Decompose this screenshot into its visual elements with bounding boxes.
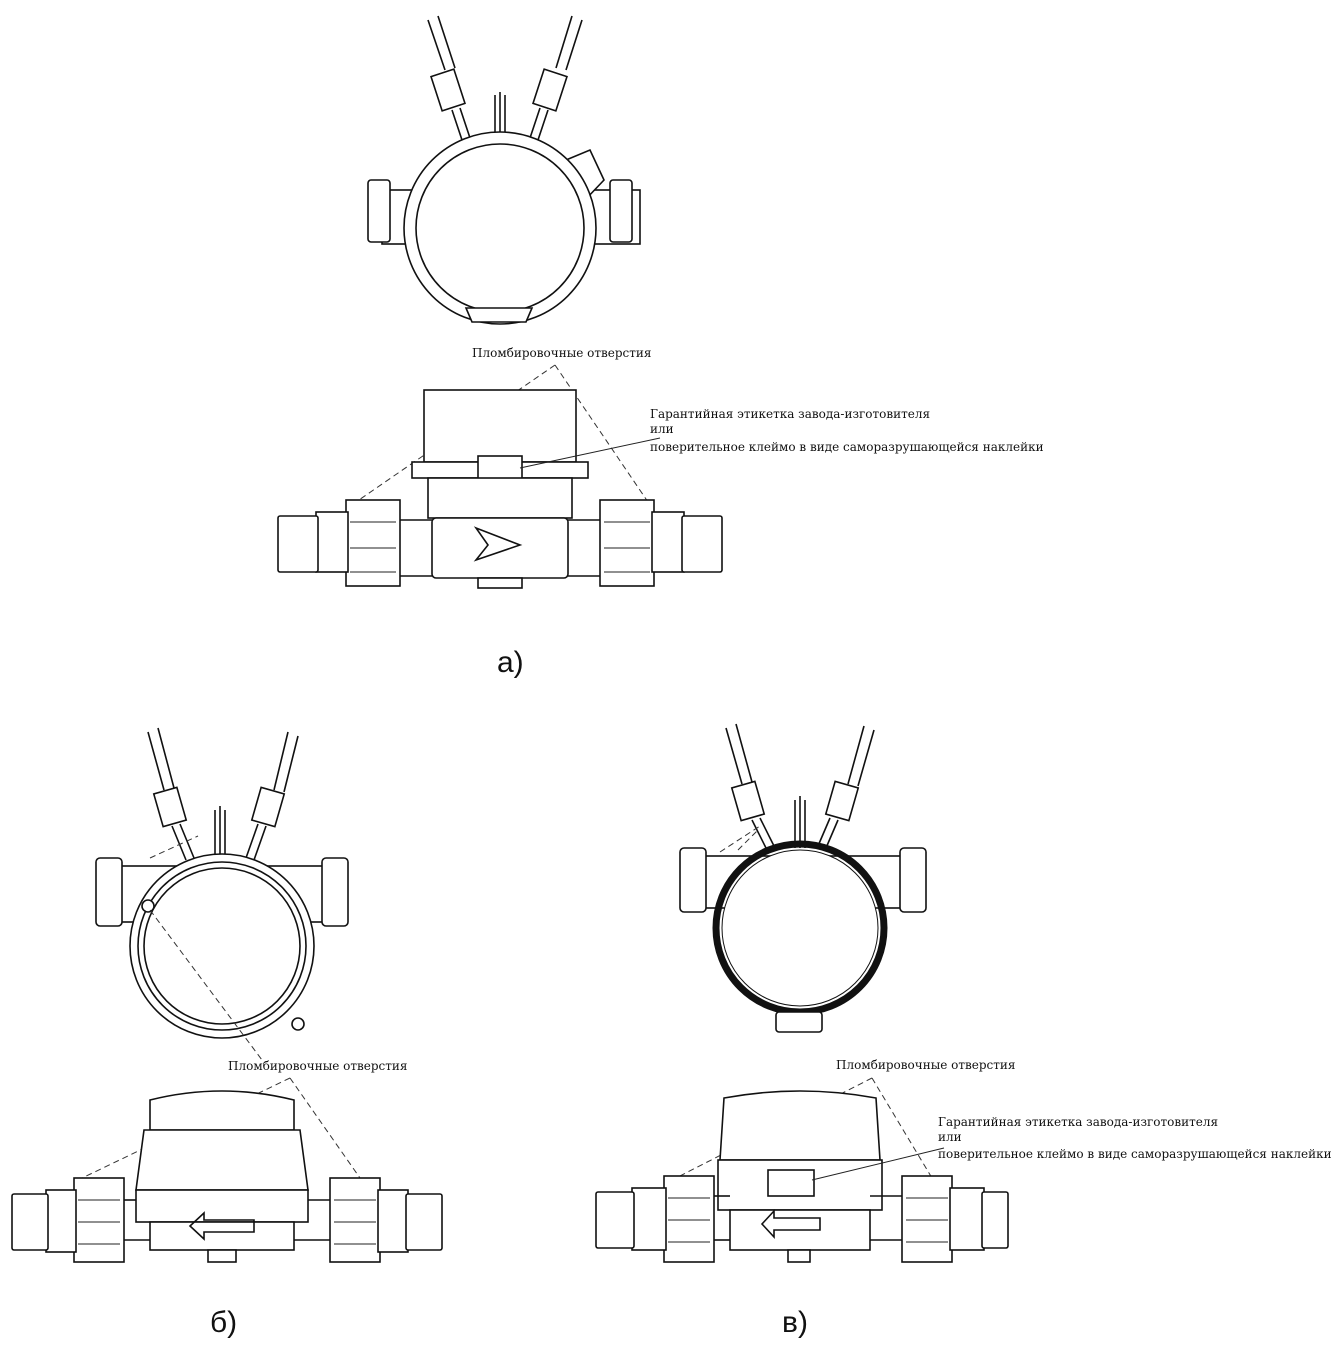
- figure-c-counter-cover: [719, 1090, 881, 1161]
- figure-a-body-ring: [403, 131, 597, 325]
- figure-c-side-view: [595, 1090, 1009, 1263]
- svg-text:поверительное клеймо в виде са: поверительное клеймо в виде саморазрушаю…: [938, 1147, 1332, 1161]
- svg-text:поверительное клеймо в виде са: поверительное клеймо в виде саморазрушаю…: [650, 440, 1044, 454]
- figure-b-seal-holes-label: Пломбировочные отверстия: [228, 1059, 407, 1073]
- figure-a-warranty-label: Гарантийная этикетка завода-изготовителя…: [519, 407, 1044, 469]
- figure-b-seal-hole-left: [141, 899, 155, 913]
- svg-text:или: или: [938, 1130, 962, 1144]
- figure-c-top-view: [679, 723, 927, 1033]
- svg-text:или: или: [650, 422, 674, 436]
- figure-b-left-nut: [95, 857, 123, 927]
- figure-c-warranty-label: Гарантийная этикетка завода-изготовителя…: [811, 1115, 1332, 1181]
- figure-c-bottom-lug: [775, 1011, 823, 1033]
- figure-a-right-nut: [609, 179, 633, 243]
- figure-a-seal-holes-label: Пломбировочные отверстия: [472, 346, 651, 360]
- figure-c-right-union-nut: [901, 1175, 953, 1263]
- figure-b-counter-cover: [149, 1090, 295, 1131]
- figure-a-caption: а): [497, 646, 524, 679]
- figure-a-left-union-nut: [345, 499, 401, 587]
- figure-c-right-nut: [899, 847, 927, 913]
- figure-a-counter-cover: [423, 389, 577, 463]
- figure-a-top-view: [367, 15, 641, 325]
- figure-b-right-union-nut: [329, 1177, 381, 1263]
- figure-b-right-nut: [321, 857, 349, 927]
- figure-a-flow-arrow: [473, 526, 523, 562]
- svg-text:Гарантийная этикетка завода-из: Гарантийная этикетка завода-изготовителя: [938, 1115, 1218, 1129]
- figure-c-flow-arrow: [760, 1208, 821, 1240]
- figure-a-left-nut: [367, 179, 391, 243]
- figure-c-left-union-nut: [663, 1175, 715, 1263]
- figure-c-seal-holes-label: Пломбировочные отверстия: [836, 1058, 1015, 1072]
- figure-b-flow-arrow: [188, 1211, 255, 1241]
- figure-b-body-ring: [129, 853, 315, 1039]
- figure-b-seal-hole-right: [291, 1017, 305, 1031]
- figure-a-side-view: [277, 389, 723, 589]
- figure-a-left-probe: [427, 15, 475, 153]
- figure-b-left-union-nut: [73, 1177, 125, 1263]
- figure-c-caption: в): [782, 1306, 808, 1339]
- figure-c-left-probe: [725, 723, 775, 849]
- figure-b-right-probe: [245, 731, 299, 861]
- figure-c-center-wires: [794, 796, 806, 848]
- figure-c: Пломбировочные отверстия: [595, 723, 1332, 1339]
- figure-b-left-probe: [147, 727, 195, 861]
- figure-b: Пломбировочные отверстия: [11, 727, 443, 1339]
- figure-c-warranty-sticker: [767, 1169, 815, 1197]
- figure-c-left-nut: [679, 847, 707, 913]
- figure-b-caption: б): [210, 1306, 237, 1339]
- figure-a-right-probe: [525, 15, 583, 153]
- figure-b-top-view: [95, 727, 349, 1039]
- figure-c-right-probe: [817, 725, 875, 849]
- figure-a: Пломбировочные отверстия: [277, 15, 1044, 679]
- figure-b-side-view: [11, 1090, 443, 1263]
- svg-text:Гарантийная этикетка завода-из: Гарантийная этикетка завода-изготовителя: [650, 407, 930, 421]
- figure-a-right-union-nut: [599, 499, 655, 587]
